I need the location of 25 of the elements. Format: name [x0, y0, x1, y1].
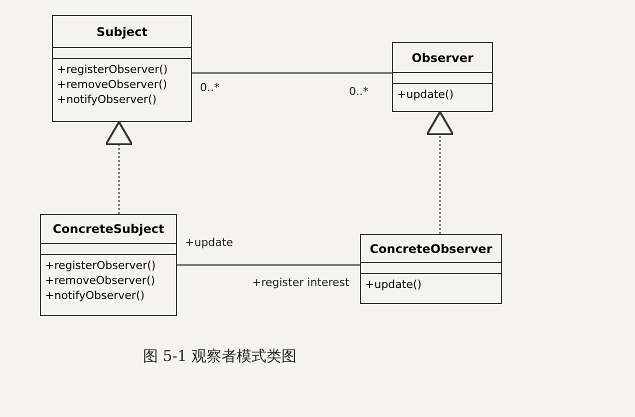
association-line	[177, 264, 360, 266]
class-box	[392, 42, 493, 112]
method-text: +notifyObserver()	[57, 93, 157, 106]
method-text: +removeObserver()	[57, 78, 168, 91]
method-text: +removeObserver()	[45, 274, 156, 287]
association-line	[192, 72, 392, 74]
generalization-arrow	[104, 120, 134, 214]
multiplicity-label: 0..*	[349, 85, 368, 98]
role-label: +register interest	[252, 276, 350, 289]
multiplicity-label: 0..*	[200, 81, 220, 94]
class-box	[360, 234, 502, 304]
method-text: +update()	[397, 88, 454, 101]
class-box	[40, 214, 177, 316]
method-text: +registerObserver()	[57, 63, 168, 76]
class-name: ConcreteSubject	[52, 222, 164, 236]
method-text: +update()	[365, 278, 422, 291]
class-name: Observer	[412, 50, 474, 64]
class-name: Subject	[96, 24, 148, 38]
figure-caption: 图 5-1 观察者模式类图	[143, 347, 297, 366]
class-box	[52, 15, 192, 122]
class-name: ConcreteObserver	[370, 242, 492, 256]
generalization-arrow	[426, 110, 454, 234]
method-text: +registerObserver()	[45, 259, 156, 272]
method-text: +notifyObserver()	[45, 289, 145, 302]
role-label: +update	[185, 236, 233, 249]
